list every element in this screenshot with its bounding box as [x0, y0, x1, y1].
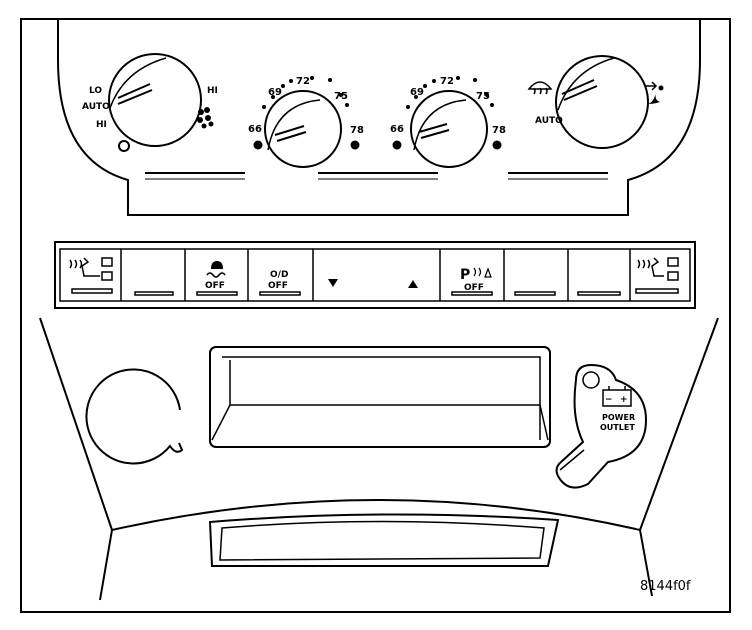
passenger-temp-72: 72: [440, 76, 454, 87]
button-led: [514, 291, 556, 296]
mode-auto-label: AUTO: [535, 116, 563, 126]
button-led: [71, 288, 113, 294]
passenger-temp-78: 78: [492, 125, 506, 136]
button-led: [196, 291, 238, 296]
fan-hi-label: HI: [96, 120, 107, 130]
od-off-label: OFF: [268, 281, 288, 291]
passenger-temp-66: 66: [390, 124, 404, 135]
heated-seat-icon: [69, 257, 100, 277]
blank-button-2[interactable]: [514, 291, 556, 296]
power-outlet[interactable]: − + POWER OUTLET: [555, 363, 648, 489]
driver-temp-scale-dots: [253, 76, 360, 150]
mode-knob[interactable]: [555, 55, 649, 149]
battery-minus: −: [605, 395, 613, 405]
passenger-temp-69: 69: [410, 87, 424, 98]
adjust-down-button[interactable]: [328, 279, 338, 287]
up-arrow-icon: [408, 280, 418, 288]
seat-indicator-low: [667, 271, 679, 281]
blank-button-3[interactable]: [577, 291, 621, 296]
park-assist-off-button[interactable]: P OFF: [451, 267, 493, 296]
knob-pointer: [117, 83, 153, 105]
figure-reference: 8144f0f: [640, 579, 691, 594]
overdrive-off-button[interactable]: O/D OFF: [259, 270, 301, 296]
strip-dividers: [120, 249, 631, 301]
fan-indicator-ring: [118, 140, 130, 152]
hvac-panel-outline: [57, 20, 701, 216]
button-strip: [54, 241, 696, 309]
knob-pointer: [561, 79, 598, 101]
fan-speed-knob[interactable]: [108, 53, 202, 147]
seat-indicator-high: [101, 257, 113, 267]
driver-temp-69: 69: [268, 87, 282, 98]
passenger-temp-knob[interactable]: [410, 90, 488, 168]
button-led: [451, 291, 493, 296]
fan-icon: [197, 107, 214, 129]
bottom-tray[interactable]: [208, 513, 560, 567]
battery-icon: [602, 389, 632, 407]
driver-temp-75: 75: [334, 91, 348, 102]
fan-lo-label: LO: [89, 86, 102, 96]
traction-control-icon: [206, 261, 226, 278]
heated-seat-icon: [637, 257, 664, 277]
figure-frame: [20, 18, 731, 613]
passenger-temp-scale-dots: [392, 76, 502, 150]
power-outlet-line1: POWER: [602, 413, 635, 422]
driver-temp-78: 78: [350, 125, 364, 136]
button-led: [259, 291, 301, 296]
knob-pointer: [418, 123, 450, 139]
park-assist-p-label: P: [460, 267, 470, 283]
seat-indicator-low: [101, 271, 113, 281]
driver-temp-66: 66: [248, 124, 262, 135]
down-arrow-icon: [328, 279, 338, 287]
button-led: [635, 288, 679, 294]
power-outlet-line2: OUTLET: [600, 423, 635, 432]
od-label: O/D: [270, 270, 288, 280]
blank-button-1[interactable]: [134, 291, 174, 296]
lower-console-outline: [39, 317, 719, 532]
fan-auto-label: AUTO: [82, 102, 110, 112]
adjust-up-button[interactable]: [408, 280, 418, 288]
traction-off-label: OFF: [205, 281, 225, 291]
passenger-temp-75: 75: [476, 91, 490, 102]
driver-temp-knob[interactable]: [264, 90, 342, 168]
right-heated-seat-button[interactable]: [635, 257, 679, 294]
button-led: [577, 291, 621, 296]
driver-temp-72: 72: [296, 76, 310, 87]
floor-vent-icon: [646, 81, 664, 104]
button-led: [134, 291, 174, 296]
battery-plus: +: [620, 395, 628, 405]
storage-bin[interactable]: [209, 346, 551, 448]
left-heated-seat-button[interactable]: [69, 257, 113, 294]
cup-holder-knob[interactable]: [85, 368, 184, 465]
defrost-icon: [527, 81, 553, 95]
knob-pointer: [274, 125, 307, 142]
fan-hi-right-label: HI: [207, 86, 218, 96]
traction-off-button[interactable]: OFF: [196, 261, 238, 296]
seat-indicator-high: [667, 257, 679, 267]
park-assist-icon: [473, 267, 492, 278]
park-assist-off-label: OFF: [464, 283, 484, 293]
